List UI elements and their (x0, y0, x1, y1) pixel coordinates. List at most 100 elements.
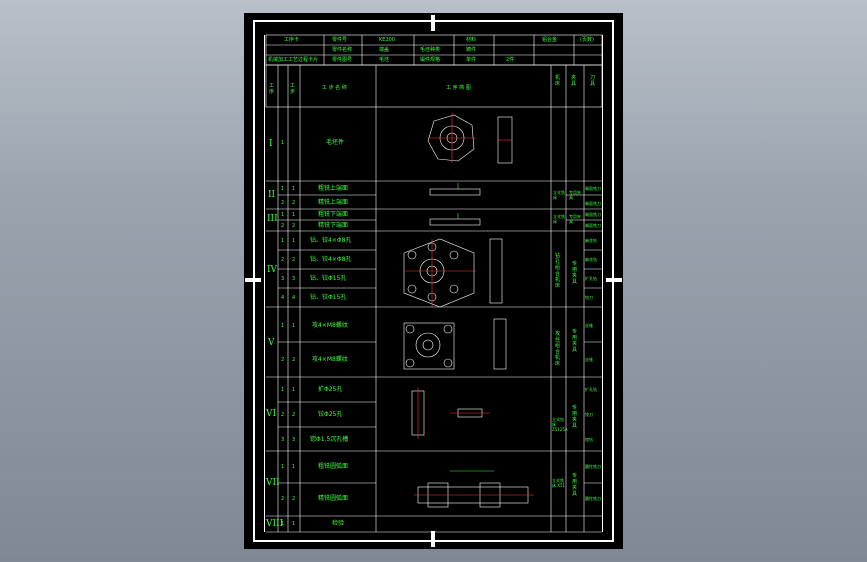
col-header-seq: 工序 (269, 83, 275, 95)
step-num: 1 (281, 464, 285, 470)
step-num: 1 (281, 212, 285, 218)
step-num: 3 (292, 276, 296, 282)
fixture-cell: 专用夹具 (569, 214, 581, 224)
step-num: 2 (281, 257, 285, 263)
header-unit-label: 单件 (466, 57, 477, 63)
tool-cell: 麻花钻 (585, 257, 597, 262)
op-step-name: 粗铣下端面 (318, 211, 349, 218)
equip-cell: 立式铣床 (553, 214, 565, 224)
col-header-name: 工 步 名 称 (322, 85, 347, 91)
step-num: 1 (292, 323, 296, 329)
col-header-sketch: 工 序 简 图 (446, 85, 471, 91)
op-step-name: 钻、铰Φ15孔 (310, 294, 347, 301)
step-num: 1 (292, 387, 296, 393)
op-step-name: 精铣圆弧面 (318, 495, 349, 502)
step-num: 2 (281, 496, 285, 502)
header-part-name-value: 端盖 (379, 47, 390, 53)
fixture-cell: 专用夹具 (569, 190, 581, 200)
header-title: 工序卡 (284, 37, 300, 43)
sketch-drill (403, 238, 507, 370)
equip-cell: 立式铣床 (553, 190, 565, 200)
op-roman-7: VII (266, 478, 280, 488)
fixture-cell: 专用夹具 (572, 261, 578, 285)
op-step-name: 钻、铰Φ15孔 (310, 275, 347, 282)
tool-cell: 铰刀 (585, 295, 593, 300)
op-step-name: 粗铣上端面 (318, 185, 349, 192)
step-num: 2 (281, 357, 285, 363)
step-num: 2 (292, 257, 296, 263)
op-step-name: 扩Φ25孔 (318, 386, 343, 393)
sketch-bore (411, 387, 490, 439)
step-num: 2 (281, 223, 285, 229)
center-mark-top (431, 15, 435, 31)
tool-cell: 丝锥 (585, 357, 593, 362)
equip-cell: 钻孔组合机床 (555, 253, 561, 289)
step-num: 1 (292, 238, 296, 244)
op-step-name: 铰Φ25孔 (318, 411, 343, 418)
op-roman-4: IV (267, 265, 278, 275)
col-header-equip: 机床 (555, 75, 561, 87)
drawing-sheet: 工序卡 零件号 KE200 材料 铝合金 (页数) 机械加工工艺过程卡片 零件名… (244, 13, 623, 549)
op-roman-5: V (268, 338, 275, 348)
op-roman-2: II (268, 190, 276, 200)
op-step-name: 精铣下端面 (318, 222, 349, 229)
step-num: 1 (292, 464, 296, 470)
step-num: 1 (281, 186, 285, 192)
fixture-cell: 专用夹具 (572, 405, 578, 429)
step-num: 1 (281, 521, 285, 527)
tool-cell: 扩孔钻 (585, 276, 597, 281)
step-num: 1 (292, 186, 296, 192)
step-num: 1 (281, 387, 285, 393)
header-part-no-label: 零件号 (332, 37, 348, 43)
col-header-fixture: 夹具 (571, 75, 577, 87)
op-seq-1: 1 (281, 140, 285, 146)
step-num: 3 (281, 437, 285, 443)
op-step-name: 锪Φ1.5沉孔槽 (310, 436, 349, 443)
header-drawing-label: 零件图号 (332, 57, 353, 63)
step-num: 1 (292, 521, 296, 527)
fixture-cell: 专用夹具 (572, 329, 578, 353)
col-header-tool: 刀具 (590, 75, 596, 87)
header-material-label: 材料 (466, 37, 477, 43)
sketch-blank (427, 113, 513, 164)
tool-cell: 丝锥 (585, 323, 593, 328)
fixture-cell: 专用夹具 (572, 473, 578, 497)
inner-frame-right (602, 35, 603, 532)
center-mark-right (606, 278, 622, 282)
center-mark-bottom (431, 531, 435, 547)
tool-cell: 扩孔钻 (585, 387, 597, 392)
tool-cell: 端面铣刀 (585, 186, 601, 191)
step-num: 2 (292, 412, 296, 418)
header-pages: (页数) (580, 37, 594, 43)
tool-cell: 铰刀 (585, 412, 593, 417)
step-num: 1 (281, 238, 285, 244)
step-num: 1 (281, 323, 285, 329)
center-mark-left (245, 278, 261, 282)
tool-cell: 端面铣刀 (585, 212, 601, 217)
sketch-arc-mill (414, 470, 534, 508)
header-blank-type-label: 毛坯种类 (420, 47, 441, 53)
op-roman-1: I (269, 139, 273, 149)
step-num: 2 (281, 200, 285, 206)
op-step-name: 钻、铰4×Φ8孔 (310, 237, 352, 244)
step-num: 2 (292, 200, 296, 206)
header-spec-label: 锻件规格 (420, 57, 441, 63)
tool-cell: 麻花钻 (585, 238, 597, 243)
op-step-name: 检验 (332, 520, 345, 527)
op-step-name: 攻4×M8螺纹 (312, 356, 348, 363)
sketch-face-mill (429, 183, 481, 226)
header-part-name-label: 零件名称 (332, 47, 353, 53)
op-step-name: 精铣上端面 (318, 199, 349, 206)
step-num: 2 (292, 357, 296, 363)
op-step-name: 毛坯件 (326, 139, 345, 146)
header-blank-type-value: 铸件 (466, 47, 477, 53)
op-roman-3: III (267, 214, 278, 224)
step-num: 1 (292, 212, 296, 218)
header-blank-label: 毛坯 (379, 57, 390, 63)
step-num: 3 (281, 276, 285, 282)
tool-cell: 锪钻 (585, 437, 593, 442)
tool-cell: 圆柱铣刀 (585, 464, 601, 469)
step-num: 4 (281, 295, 285, 301)
step-num: 4 (292, 295, 296, 301)
equip-cell: 攻丝组合机床 (555, 331, 561, 367)
